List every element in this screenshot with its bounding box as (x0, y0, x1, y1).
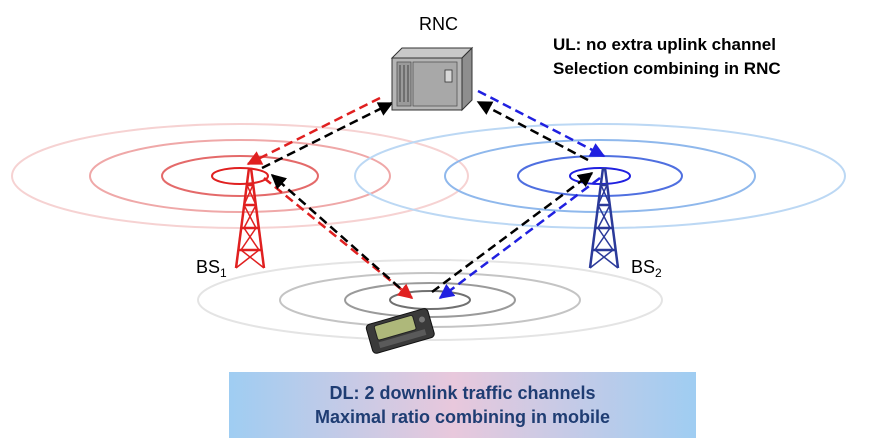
bs2-label: BS2 (631, 257, 662, 280)
arrow-rnc-to-bs2 (477, 89, 606, 158)
arrow-bs1-to-rnc (261, 101, 394, 170)
arrow-bs2-to-rnc (476, 100, 589, 162)
bs1-coverage-rings (11, 123, 469, 229)
downlink-note-line1: DL: 2 downlink traffic channels (329, 383, 596, 403)
mobile-terminal-icon (365, 308, 435, 354)
downlink-note-line2: Maximal ratio combining in mobile (314, 407, 611, 427)
uplink-note-line2: Selection combining in RNC (553, 59, 781, 78)
downlink-note-box: DL: 2 downlink traffic channels Maximal … (229, 372, 696, 438)
bs2-index: 2 (655, 266, 662, 280)
rnc-label: RNC (419, 14, 458, 34)
arrow-bs2-to-mobile (438, 177, 601, 299)
arrow-mobile-to-bs2 (431, 171, 594, 294)
bs1-tower-icon (234, 167, 266, 269)
bs2-tower-icon (588, 167, 620, 269)
link-arrows (246, 89, 606, 299)
bs1-label: BS1 (196, 257, 227, 280)
uplink-note: UL: no extra uplink channel Selection co… (553, 33, 781, 81)
arrow-rnc-to-bs1 (246, 96, 381, 166)
arrow-mobile-to-bs1 (270, 174, 401, 289)
bs2-coverage-rings (354, 123, 846, 229)
bs1-index: 1 (220, 266, 227, 280)
uplink-note-line1: UL: no extra uplink channel (553, 35, 776, 54)
arrow-bs1-to-mobile (263, 177, 414, 299)
bs1-name: BS (196, 257, 221, 277)
rnc-server-icon (390, 46, 474, 112)
bs2-name: BS (631, 257, 656, 277)
